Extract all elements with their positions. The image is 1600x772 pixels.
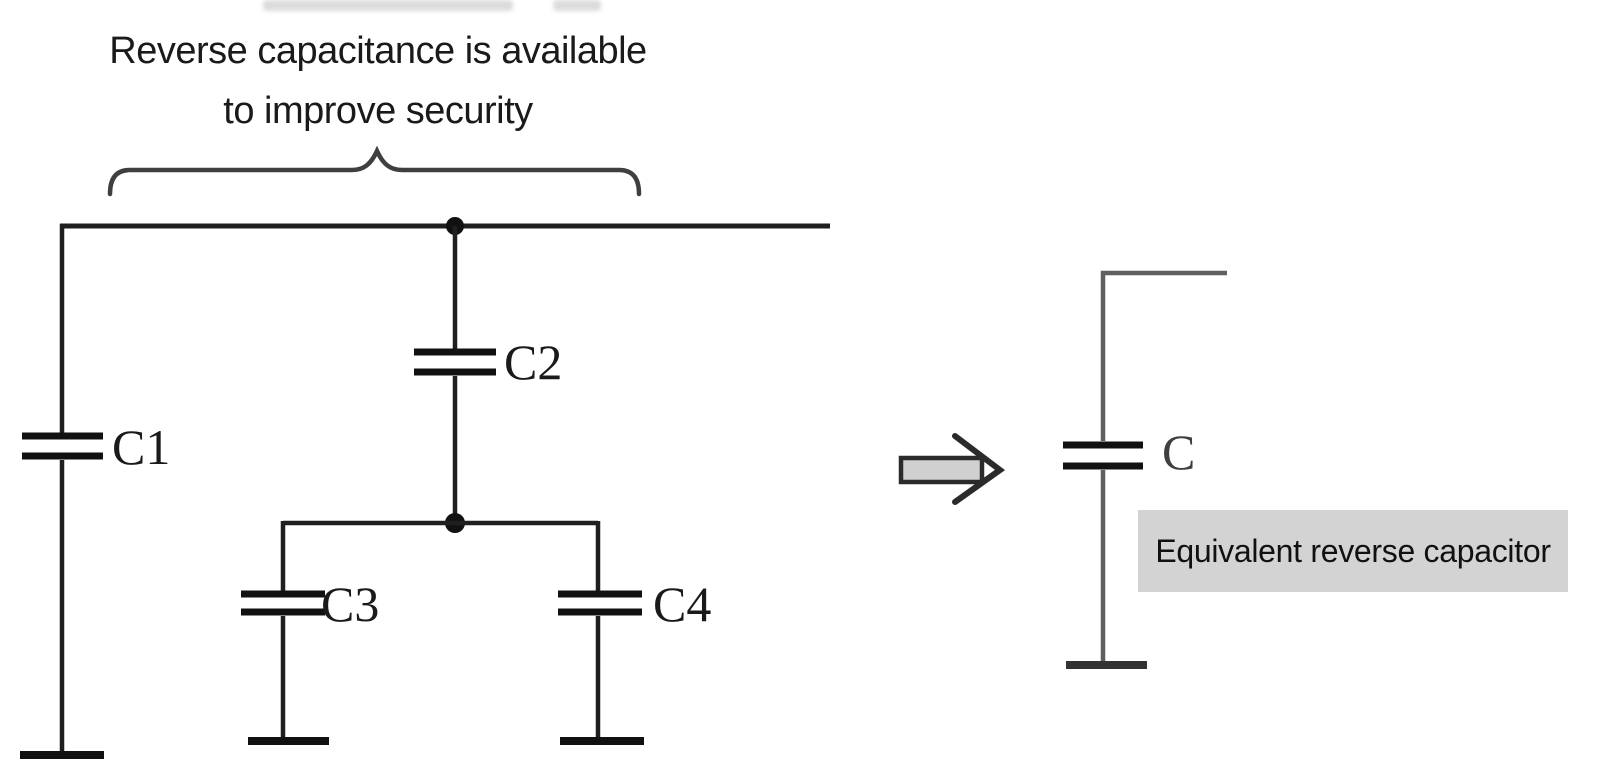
cropped-text-artifact xyxy=(263,0,513,11)
annotation-line-1: Reverse capacitance is available xyxy=(109,30,647,72)
equivalent-top-stub-wire xyxy=(1100,270,1227,441)
cropped-text-artifact xyxy=(553,0,601,11)
capacitor-label-c2: C2 xyxy=(504,334,563,390)
annotation-line-2: to improve security xyxy=(223,90,533,132)
capacitor-label-c4: C4 xyxy=(653,576,712,632)
brace-icon xyxy=(107,145,642,197)
capacitor-label-c1: C1 xyxy=(112,419,171,475)
capacitor-label-c3: C3 xyxy=(321,576,380,632)
capacitor-label-equivalent: C xyxy=(1162,424,1196,480)
equivalent-capacitor-callout: Equivalent reverse capacitor xyxy=(1138,510,1568,592)
implies-arrow-icon xyxy=(898,433,1006,505)
